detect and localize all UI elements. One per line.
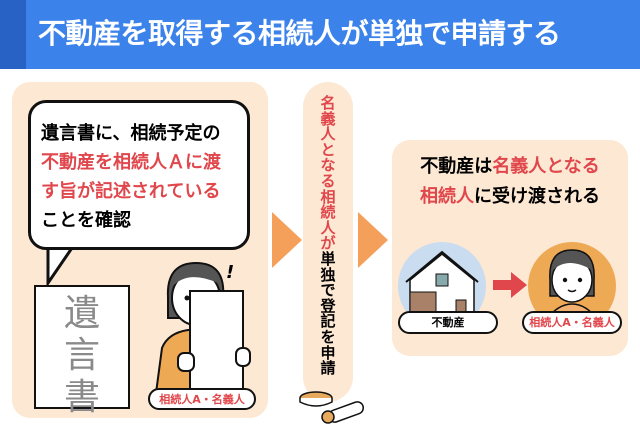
person-label: 相続人A・名義人 [522,311,622,334]
person-avatar-icon [528,242,616,320]
bubble-line: す旨が記述されている [41,181,221,202]
person-label: 相続人A・名義人 [148,388,256,410]
header-stripe [0,0,26,69]
arrow-right-icon [358,212,388,268]
page-title: 不動産を取得する相続人が単独で申請する [38,17,561,50]
result-text: 不動産は名義人となる 相続人に受け渡される [420,156,600,207]
speech-bubble: 遺言書に、相続予定の 不動産を相続人Ａに渡 す旨が記述されている ことを確認 [28,100,250,250]
house-icon [398,242,486,320]
header-bar [0,0,640,69]
arrow-right-icon [493,272,527,298]
house-label: 不動産 [398,311,498,334]
vertical-text: 名義人となる相続人が単独で登記を申請 [320,94,336,378]
seal-stamp-icon [299,391,365,424]
bubble-line: 遺言書に、相続予定の [41,123,221,144]
bubble-line: ことを確認 [41,210,131,231]
bubble-tail [46,245,76,285]
exclamation-mark: ! [226,262,235,283]
bubble-line: 不動産を相続人Ａに渡 [41,152,221,173]
will-document: 遺言書 [34,285,130,418]
step2-pill [303,82,353,402]
person-holding-paper-icon [154,261,251,393]
arrow-right-icon [272,212,302,268]
